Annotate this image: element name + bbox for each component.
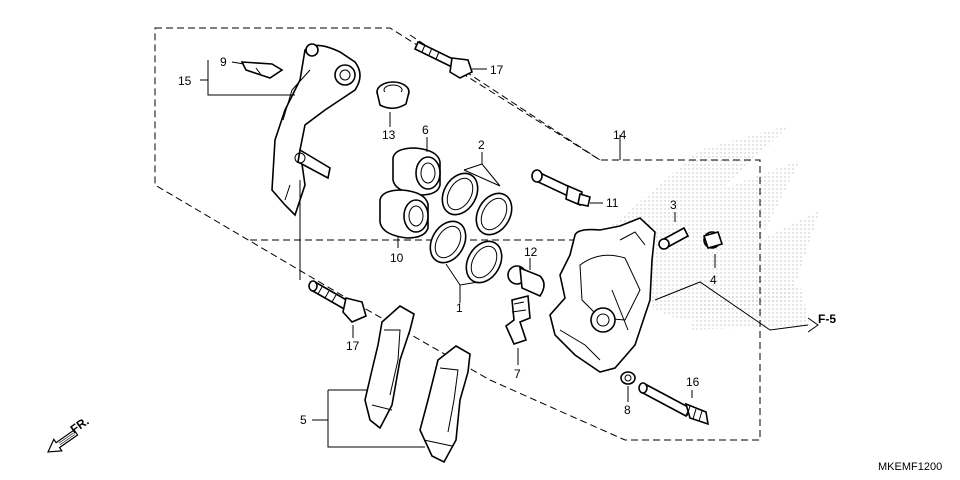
leader-lines bbox=[200, 60, 819, 448]
bolt-top bbox=[413, 40, 473, 79]
callout-14: 14 bbox=[613, 128, 627, 142]
callout-6: 6 bbox=[422, 123, 429, 137]
caliper-body bbox=[549, 217, 656, 373]
callout-7: 7 bbox=[514, 367, 521, 381]
callout-12: 12 bbox=[524, 245, 538, 259]
brake-pad-rear bbox=[419, 345, 471, 464]
callout-15: 15 bbox=[178, 74, 192, 88]
callout-9: 9 bbox=[220, 55, 227, 69]
callout-17-lower: 17 bbox=[346, 339, 360, 353]
pad-spring-7 bbox=[505, 294, 531, 345]
callout-5: 5 bbox=[300, 413, 307, 427]
callout-10: 10 bbox=[390, 251, 404, 265]
boot-13 bbox=[376, 81, 410, 110]
callout-4: 4 bbox=[710, 273, 717, 287]
callout-17-top: 17 bbox=[490, 63, 504, 77]
cap-4 bbox=[702, 231, 724, 249]
callouts: 9 15 17 13 6 2 14 11 3 12 10 4 1 17 7 16… bbox=[178, 55, 717, 427]
callout-2: 2 bbox=[478, 138, 485, 152]
caliper-bracket bbox=[271, 43, 361, 217]
bleeder-3 bbox=[658, 226, 690, 250]
callout-8: 8 bbox=[624, 403, 631, 417]
reference-label: F-5 bbox=[818, 312, 836, 326]
washer-8 bbox=[620, 371, 636, 385]
brake-pad-front bbox=[364, 305, 415, 430]
callout-1: 1 bbox=[456, 301, 463, 315]
callout-3: 3 bbox=[670, 198, 677, 212]
callout-13: 13 bbox=[382, 128, 396, 142]
seals-1 bbox=[429, 220, 503, 284]
diagram-code: MKEMF1200 bbox=[878, 461, 942, 473]
callout-16: 16 bbox=[686, 375, 700, 389]
pin-11 bbox=[531, 169, 591, 207]
pin-16 bbox=[638, 382, 710, 426]
callout-11: 11 bbox=[606, 196, 619, 210]
seals-2 bbox=[441, 172, 513, 236]
piston-6 bbox=[392, 147, 441, 196]
bolt-lower bbox=[308, 280, 367, 323]
piston-10 bbox=[379, 189, 429, 239]
plug-12 bbox=[507, 265, 545, 298]
clip-part bbox=[240, 61, 284, 79]
front-direction-arrow bbox=[47, 429, 79, 453]
